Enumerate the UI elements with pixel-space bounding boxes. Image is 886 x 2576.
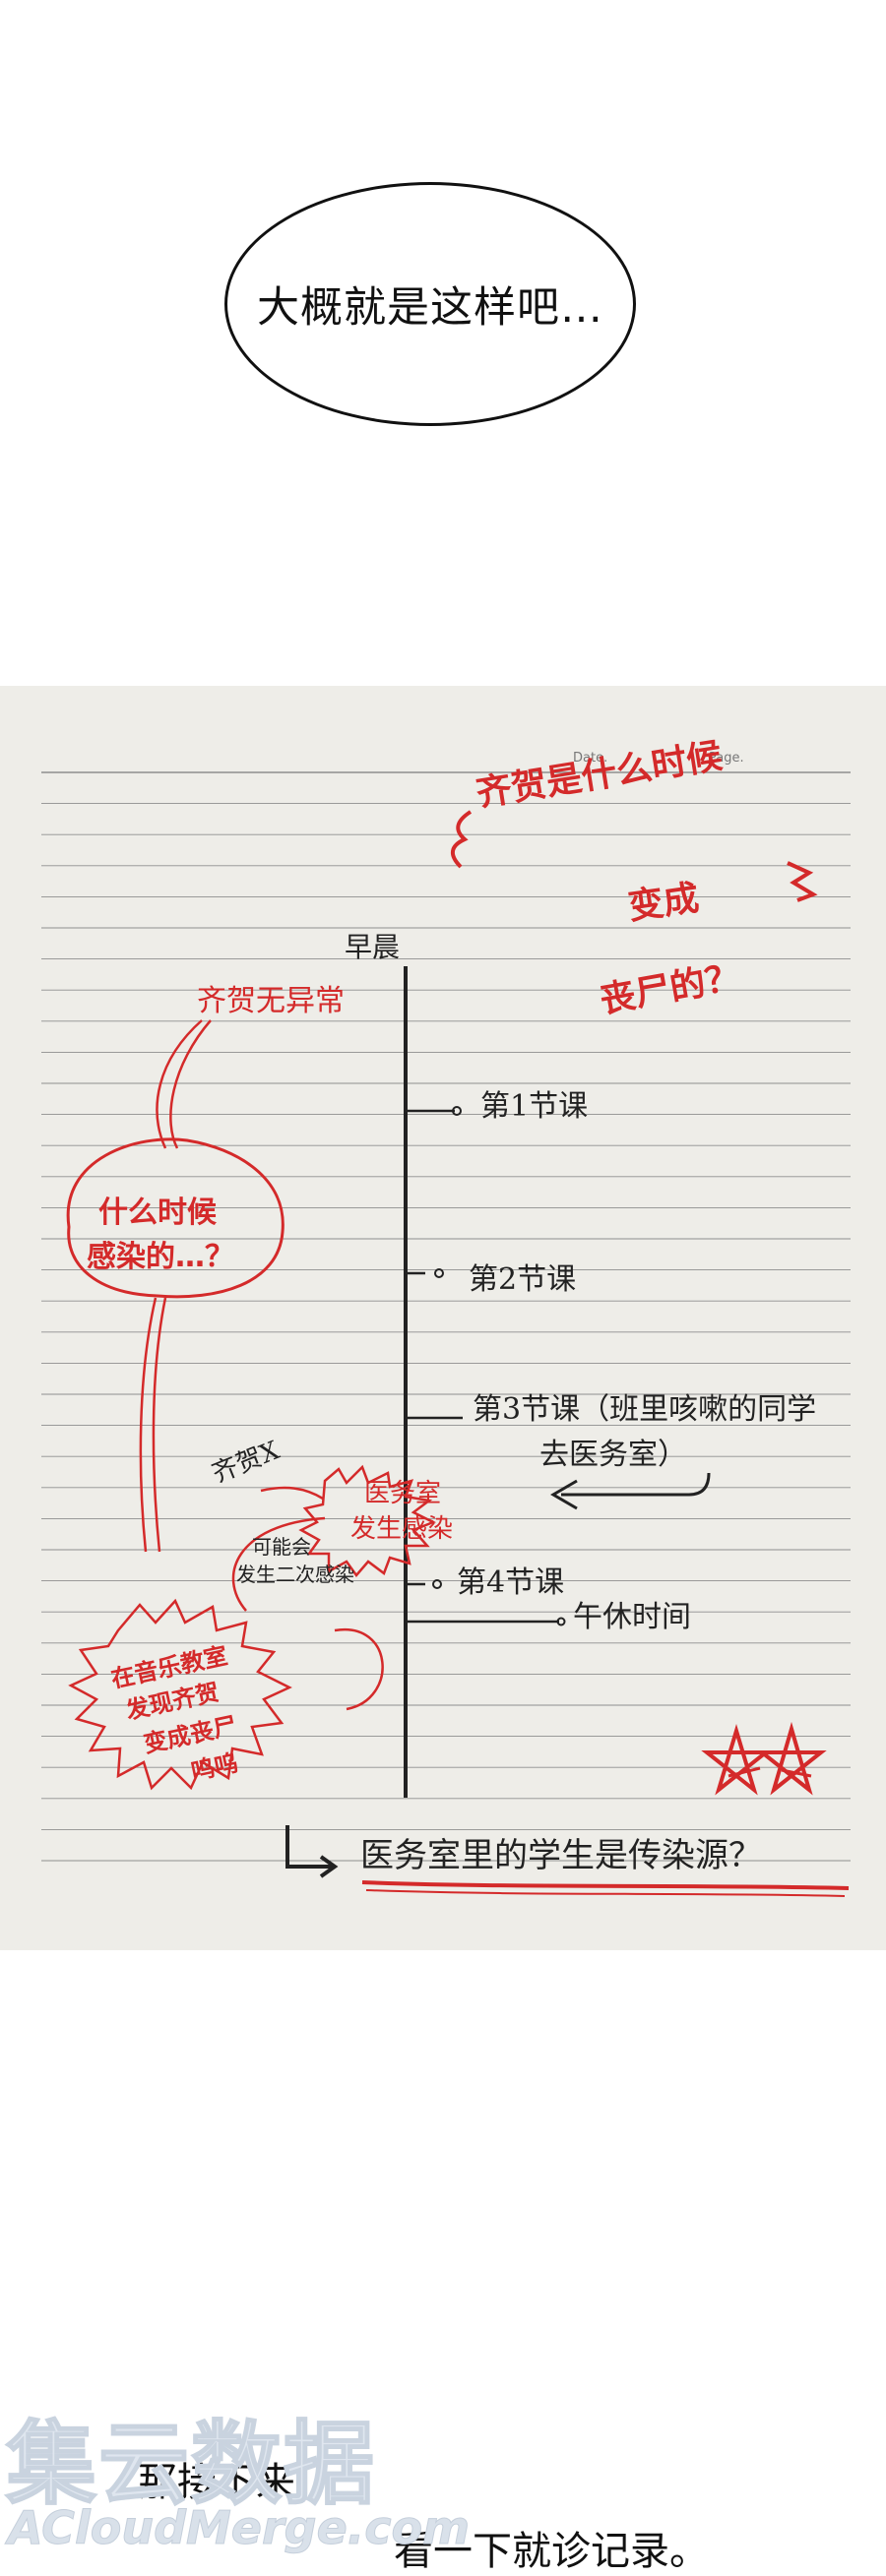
title-brace-right: [787, 861, 818, 902]
ruled-lines: [41, 771, 851, 1862]
event-3: 第3节课（班里咳嗽的同学: [473, 1392, 816, 1427]
note-music-4: 呜呜: [188, 1749, 240, 1786]
when-infected-bubble: [66, 1137, 285, 1299]
star-icon: [701, 1724, 772, 1796]
event-4: 第4节课: [457, 1565, 564, 1600]
conclusion-underline: [361, 1880, 850, 1890]
timeline-top-label: 早晨: [345, 931, 400, 963]
caption-next: 那接下来…: [138, 2460, 335, 2505]
timeline-node: [556, 1617, 566, 1626]
music-room-burst: [68, 1598, 292, 1791]
speech-bubble: 大概就是这样吧…: [224, 182, 636, 426]
title-line-3: 丧尸的？: [597, 956, 743, 1020]
watermark-en: ACloudMerge.com: [7, 2501, 471, 2555]
event-3-cont: 去医务室）: [539, 1438, 687, 1472]
timeline-node: [452, 1106, 462, 1116]
star-icon: [756, 1721, 827, 1796]
watermark-cn: 集云数据: [5, 2411, 377, 2518]
conclusion-arrow: [285, 1825, 335, 1869]
timeline-node: [432, 1579, 442, 1589]
title-line-2: 变成: [625, 877, 701, 928]
title-brace-left: [451, 810, 473, 869]
note-qihe-x: 齐贺X: [208, 1436, 284, 1489]
speech-bubble-text: 大概就是这样吧…: [257, 283, 603, 333]
note-infirmary-1: 医务室: [364, 1479, 441, 1508]
note-maybe-2: 发生二次感染: [236, 1563, 354, 1586]
notebook-panel: Date. Page. 齐贺是什么时候 变成 丧尸的？ 早晨 第1节课 第2节课…: [0, 686, 886, 1950]
conclusion-text: 医务室里的学生是传染源？: [360, 1836, 762, 1875]
date-label: Date.: [573, 751, 607, 766]
note-qihe-normal: 齐贺无异常: [197, 984, 345, 1018]
note-infirmary-2: 发生感染: [350, 1514, 453, 1544]
note-when-infected-2: 感染的…？: [87, 1240, 234, 1274]
infirmary-burst: [298, 1464, 437, 1578]
notebook-drawing: Date. Page. 齐贺是什么时候 变成 丧尸的？ 早晨 第1节课 第2节课…: [41, 736, 851, 1897]
event-3-arrow: [561, 1472, 711, 1497]
note-when-infected-1: 什么时候: [98, 1196, 218, 1230]
event-2: 第2节课: [469, 1262, 576, 1297]
timeline-node: [434, 1268, 444, 1278]
event-1: 第1节课: [480, 1089, 588, 1124]
watermark-logo: 集云数据 ACloudMerge.com: [0, 2391, 492, 2566]
event-5: 午休时间: [573, 1600, 691, 1634]
page-label: Page.: [709, 751, 744, 766]
title-line-1: 齐贺是什么时候: [474, 736, 725, 815]
note-maybe-1: 可能会: [252, 1535, 311, 1559]
